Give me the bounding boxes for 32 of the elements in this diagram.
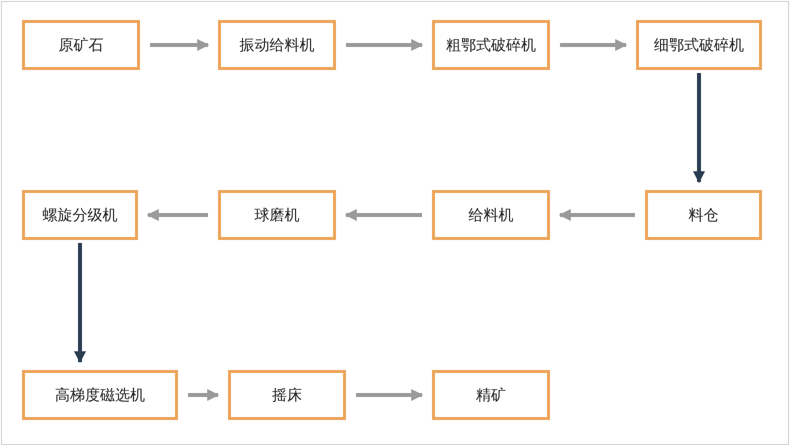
arrow <box>146 209 208 221</box>
process-box <box>645 190 762 240</box>
box-label: 摇床 <box>272 386 302 404</box>
box-label: 原矿石 <box>58 36 104 54</box>
box-label: 粗鄂式破碎机 <box>446 36 536 54</box>
box-label: 给料机 <box>468 206 514 224</box>
process-box <box>218 20 336 70</box>
arrow <box>74 243 86 364</box>
process-box <box>22 370 178 420</box>
box-label: 细鄂式破碎机 <box>654 36 744 54</box>
arrow <box>693 73 705 184</box>
process-box <box>22 20 140 70</box>
arrow <box>346 39 424 51</box>
arrow <box>558 209 635 221</box>
process-box <box>22 190 138 240</box>
arrow <box>188 389 220 401</box>
box-label: 球磨机 <box>254 206 300 224</box>
process-box <box>218 190 336 240</box>
box-label: 螺旋分级机 <box>42 206 118 224</box>
arrow <box>344 209 422 221</box>
box-label: 振动给料机 <box>240 36 314 54</box>
box-label: 高梯度磁选机 <box>55 386 145 404</box>
arrow <box>150 39 210 51</box>
process-box <box>228 370 346 420</box>
box-label: 料仓 <box>688 206 718 224</box>
process-box <box>432 20 550 70</box>
arrow <box>560 39 628 51</box>
arrow <box>356 389 424 401</box>
process-box <box>432 190 550 240</box>
process-box <box>636 20 762 70</box>
process-box <box>432 370 550 420</box>
box-label: 精矿 <box>476 386 506 404</box>
